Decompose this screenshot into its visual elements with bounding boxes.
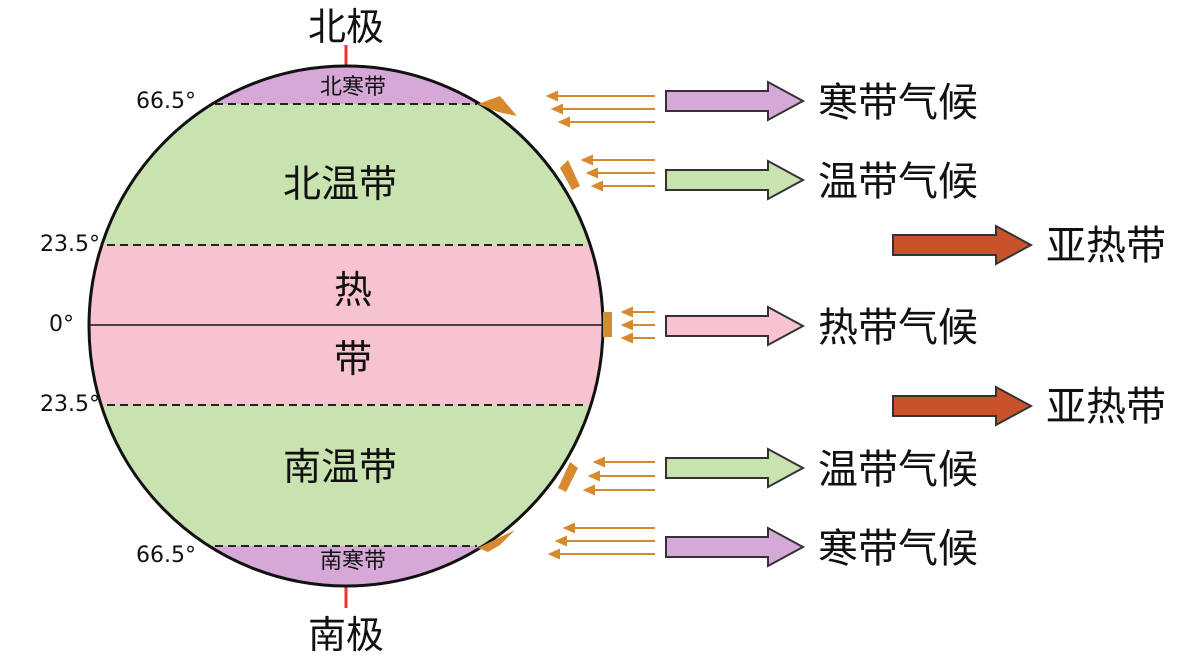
sun-rays-north-temperate bbox=[580, 154, 655, 192]
arrow-frigid-north bbox=[665, 80, 806, 122]
south-pole-label: 南极 bbox=[308, 613, 384, 657]
sun-rays-north-frigid bbox=[545, 90, 655, 128]
climate-label-subtropical-south: 亚热带 bbox=[1046, 384, 1166, 430]
north-pole-label: 北极 bbox=[308, 5, 384, 49]
lat-label-north-polar-circle: 66.5° bbox=[136, 89, 196, 114]
sunlight-patch-north-temperate bbox=[560, 160, 580, 190]
sun-rays-south-temperate bbox=[582, 456, 655, 496]
lat-label-north-tropic: 23.5° bbox=[40, 232, 100, 257]
sun-rays-equator bbox=[620, 306, 655, 344]
climate-label-temperate-north: 温带气候 bbox=[818, 159, 978, 205]
lat-label-south-tropic: 23.5° bbox=[40, 392, 100, 417]
climate-label-frigid-north: 寒带气候 bbox=[818, 80, 978, 126]
zone-label-south-temperate: 南温带 bbox=[283, 445, 397, 489]
arrow-temperate-north bbox=[665, 159, 806, 201]
sunlight-patch-south-temperate bbox=[558, 462, 578, 492]
climate-label-subtropical-north: 亚热带 bbox=[1046, 223, 1166, 269]
arrow-tropical bbox=[665, 305, 806, 347]
lat-label-equator: 0° bbox=[49, 312, 74, 337]
arrow-subtropical-south bbox=[892, 385, 1034, 427]
climate-label-frigid-south: 寒带气候 bbox=[818, 526, 978, 572]
zone-label-south-frigid: 南寒带 bbox=[320, 549, 386, 574]
zone-label-north-frigid: 北寒带 bbox=[320, 75, 386, 100]
sun-rays-south-frigid bbox=[547, 522, 655, 560]
sunlight-patch-north-frigid bbox=[478, 96, 517, 116]
arrow-subtropical-north bbox=[892, 224, 1034, 266]
sunlight-patch-equator bbox=[603, 312, 612, 337]
lat-label-south-polar-circle: 66.5° bbox=[136, 543, 196, 568]
arrow-frigid-south bbox=[665, 526, 806, 568]
zone-label-tropical-bottom: 带 bbox=[334, 337, 372, 381]
arrow-temperate-south bbox=[665, 447, 806, 489]
sunlight-patch-south-frigid bbox=[478, 530, 515, 552]
zone-label-tropical-top: 热 bbox=[334, 268, 372, 312]
climate-label-temperate-south: 温带气候 bbox=[818, 447, 978, 493]
climate-label-tropical: 热带气候 bbox=[818, 305, 978, 351]
zone-label-north-temperate: 北温带 bbox=[283, 162, 397, 206]
